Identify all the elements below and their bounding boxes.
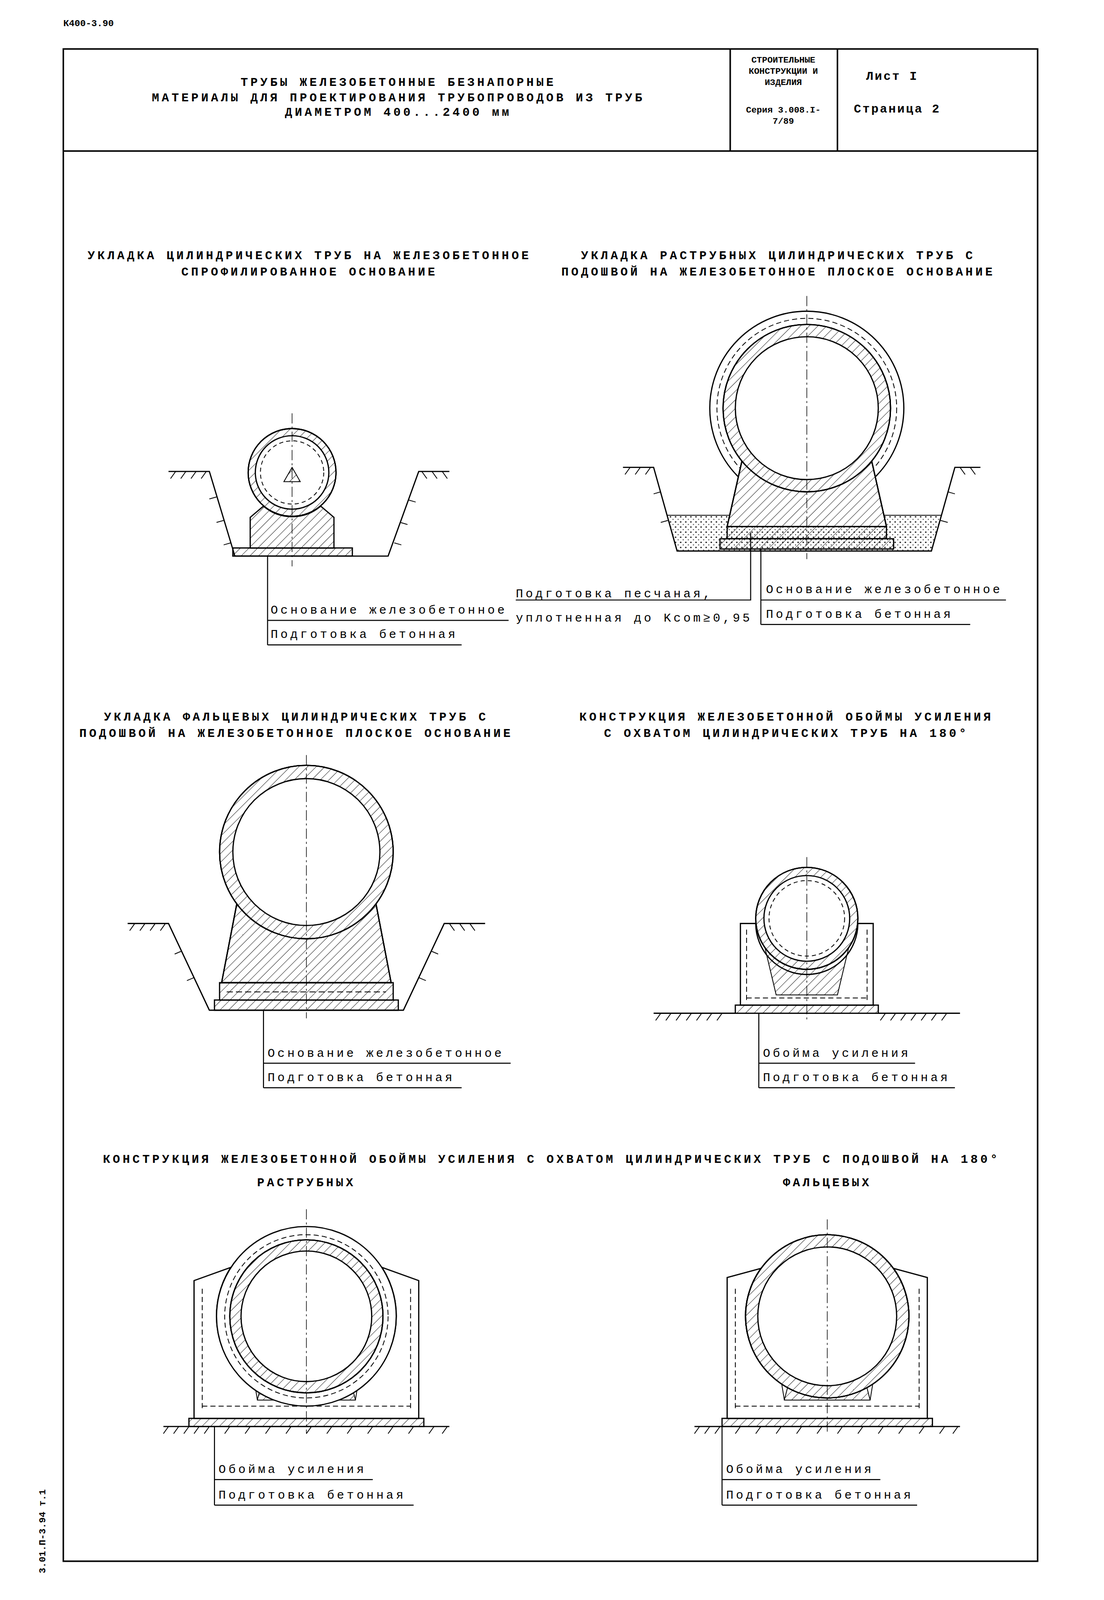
- sheet-number: Лист I: [866, 69, 1030, 85]
- sheet-title: МАТЕРИАЛЫ ДЛЯ ПРОЕКТИРОВАНИЯ ТРУБОПРОВОД…: [141, 91, 656, 121]
- callout-label: Подготовка песчаная, уплотненная до Kcom…: [515, 582, 762, 631]
- sheet-code: К400-3.90: [63, 18, 268, 30]
- title-block-text: СТРОИТЕЛЬНЫЕ КОНСТРУКЦИИ И ИЗДЕЛИЯ: [739, 55, 828, 89]
- section-subheading: ФАЛЬЦЕВЫХ: [674, 1176, 981, 1191]
- section-heading: КОНСТРУКЦИЯ ЖЕЛЕЗОБЕТОННОЙ ОБОЙМЫ УСИЛЕН…: [571, 709, 1001, 743]
- section-heading: УКЛАДКА ФАЛЬЦЕВЫХ ЦИЛИНДРИЧЕСКИХ ТРУБ С …: [61, 709, 532, 743]
- section-heading: УКЛАДКА РАСТРУБНЫХ ЦИЛИНДРИЧЕСКИХ ТРУБ С…: [545, 248, 1011, 281]
- socket-pipe-on-flat-base: [515, 296, 1006, 626]
- series-number: Серия 3.008.I-7/89: [739, 105, 828, 128]
- callout-label: Подготовка бетонная: [218, 1488, 526, 1504]
- rebate-pipe-cage: [694, 1219, 960, 1506]
- archive-stamp: 3.01.П-3.94 т.1: [37, 1489, 49, 1575]
- callout-label: Подготовка бетонная: [762, 1071, 1029, 1086]
- callout-label: Основание железобетонное: [765, 583, 1032, 598]
- callout-label: Подготовка бетонная: [267, 1071, 575, 1086]
- callout-label: Подготовка бетонная: [765, 607, 1032, 623]
- sheet-frame: [63, 49, 1038, 1562]
- section-heading: КОНСТРУКЦИЯ ЖЕЛЕЗОБЕТОННОЙ ОБОЙМЫ УСИЛЕН…: [76, 1152, 1027, 1169]
- sheet-title: ТРУБЫ ЖЕЛЕЗОБЕТОННЫЕ БЕЗНАПОРНЫЕ: [122, 75, 674, 91]
- page-number: Страница 2: [853, 102, 1033, 117]
- callout-label: Подготовка бетонная: [726, 1488, 1012, 1504]
- section-subheading: РАСТРУБНЫХ: [153, 1176, 460, 1191]
- callout-label: Обойма усиления: [762, 1047, 1029, 1062]
- callout-label: Обойма усиления: [218, 1463, 526, 1478]
- section-heading: УКЛАДКА ЦИЛИНДРИЧЕСКИХ ТРУБ НА ЖЕЛЕЗОБЕТ…: [74, 248, 545, 281]
- callout-label: Обойма усиления: [726, 1463, 1012, 1478]
- callout-label: Основание железобетонное: [267, 1047, 575, 1062]
- callout-label: Подготовка бетонная: [270, 627, 577, 643]
- rebate-pipe-on-flat-base: [127, 755, 511, 1089]
- socket-pipe-cage: [163, 1209, 450, 1506]
